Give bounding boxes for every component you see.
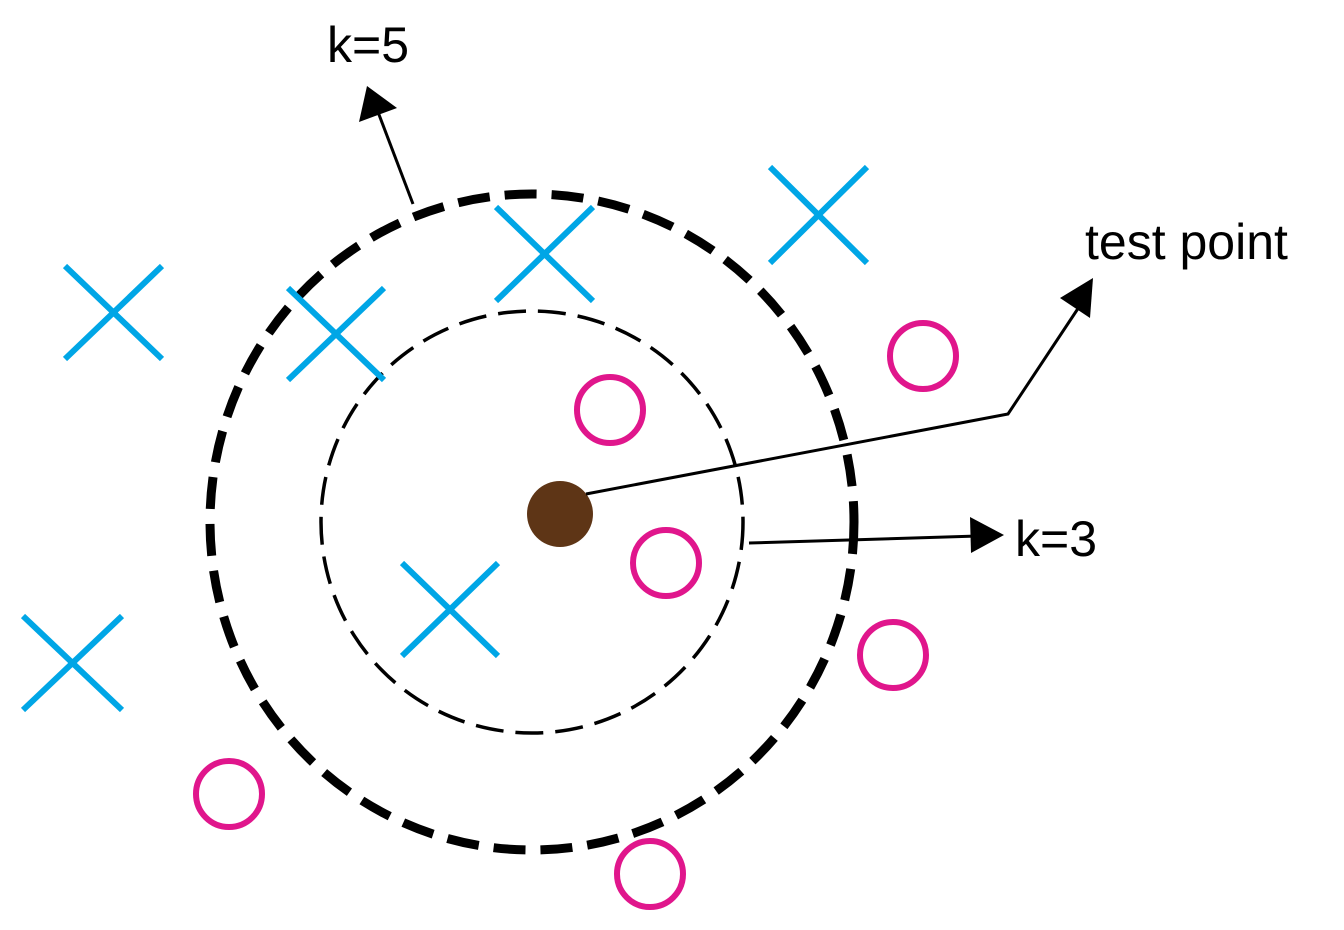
- k5-label: k=5: [327, 17, 409, 73]
- test-point-arrowhead: [1060, 278, 1093, 318]
- k5-arrowhead: [359, 86, 397, 122]
- test-point-label: test point: [1085, 214, 1288, 270]
- k3-arrowhead: [970, 517, 1004, 553]
- k5-pointer-line: [376, 111, 415, 205]
- circle-marker-icon: [574, 374, 646, 446]
- k3-pointer-line: [748, 534, 979, 545]
- test-point-pointer-line: [585, 306, 1081, 496]
- test-point-dot: [527, 481, 593, 547]
- cross-marker-icon: [493, 204, 596, 304]
- cross-marker-icon: [62, 263, 165, 362]
- cross-marker-icon: [767, 164, 870, 266]
- k5-boundary-circle: [205, 189, 859, 855]
- k3-label: k=3: [1015, 511, 1097, 567]
- cross-marker-icon: [285, 285, 387, 383]
- cross-marker-icon: [399, 560, 501, 659]
- circle-marker-icon: [614, 838, 686, 910]
- cross-marker-icon: [20, 613, 125, 713]
- circle-marker-icon: [193, 758, 265, 830]
- circle-marker-icon: [857, 619, 929, 691]
- circle-marker-icon: [887, 320, 959, 392]
- cross-markers: [20, 164, 870, 713]
- circle-marker-icon: [630, 527, 702, 599]
- k3-boundary-circle: [319, 309, 745, 735]
- circle-markers: [193, 320, 959, 910]
